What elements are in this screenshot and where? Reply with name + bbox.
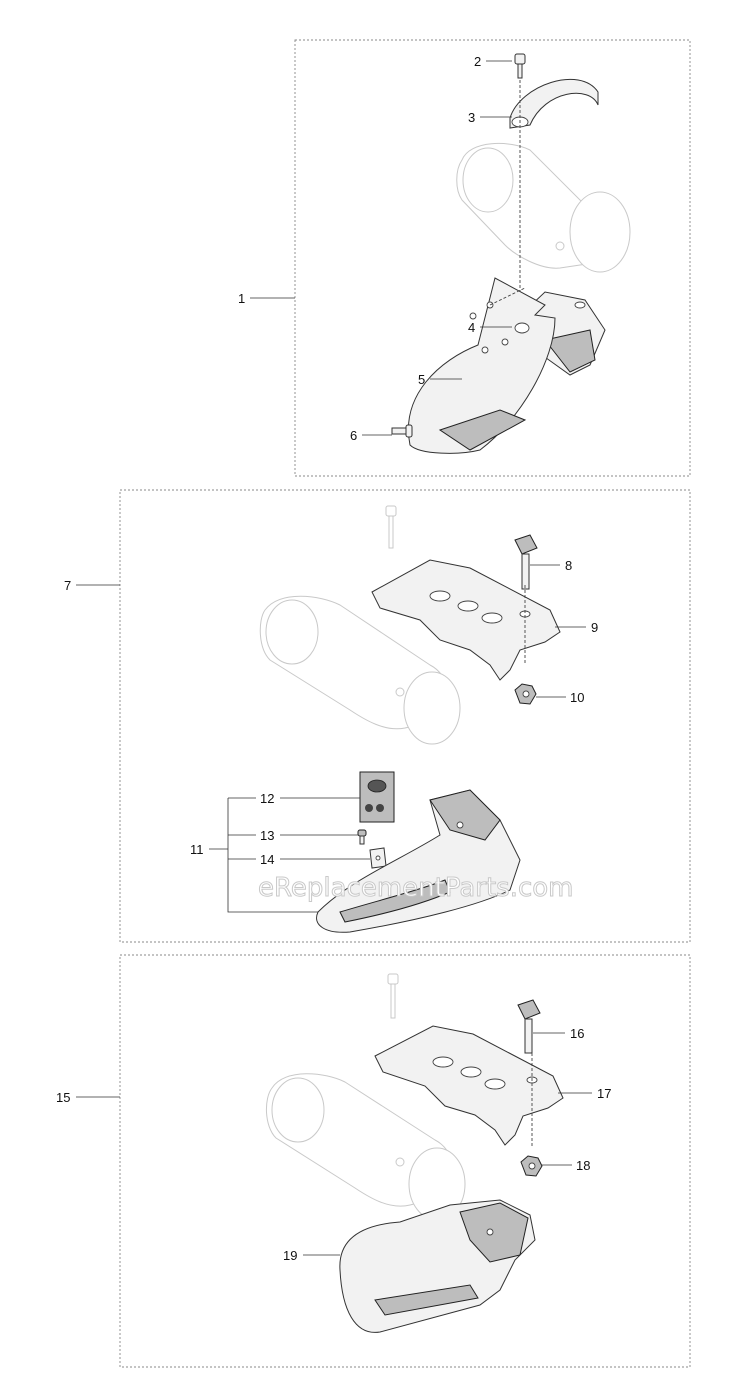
callout-label-5: 5 — [418, 372, 425, 387]
callout-2: 2 — [474, 54, 512, 69]
callout-19: 19 — [283, 1248, 340, 1263]
callout-17: 17 — [558, 1086, 611, 1101]
assembly-group-1: 1 2 3 4 5 6 — [238, 39, 691, 477]
screw-outline-7 — [385, 505, 397, 549]
callout-12: 12 — [260, 791, 360, 806]
gearhead-outline-7 — [259, 595, 461, 745]
screw-outline-15 — [387, 973, 399, 1019]
callout-13: 13 — [260, 828, 358, 843]
clamp-part-3 — [509, 78, 599, 129]
callout-label-7: 7 — [64, 578, 71, 593]
callout-label-10: 10 — [570, 690, 584, 705]
callout-1: 1 — [238, 291, 295, 306]
screw-part-13 — [357, 829, 367, 845]
callout-10: 10 — [536, 690, 584, 705]
screw-part-2 — [514, 53, 526, 79]
callout-label-3: 3 — [468, 110, 475, 125]
callout-label-6: 6 — [350, 428, 357, 443]
callout-label-15: 15 — [56, 1090, 70, 1105]
callout-label-11: 11 — [190, 842, 204, 857]
callout-label-8: 8 — [565, 558, 572, 573]
screw-part-6 — [391, 424, 413, 438]
callout-16: 16 — [533, 1026, 584, 1041]
callout-8: 8 — [530, 558, 572, 573]
callout-5: 5 — [418, 372, 462, 387]
callout-label-17: 17 — [597, 1086, 611, 1101]
bolt-part-8 — [514, 534, 538, 590]
callout-label-4: 4 — [468, 320, 475, 335]
assembly-group-7: 7 8 9 10 11 12 13 14 eReplace — [64, 489, 691, 943]
callout-7: 7 — [64, 578, 120, 593]
nut-part-18 — [520, 1155, 543, 1177]
callout-11: 11 — [190, 842, 204, 857]
callout-label-12: 12 — [260, 791, 274, 806]
bolt-part-16 — [517, 999, 541, 1054]
gearhead-outline-1 — [456, 142, 631, 273]
group-15-frame — [119, 954, 691, 1368]
guard-part-11 — [316, 789, 521, 933]
group-7-frame — [119, 489, 691, 943]
shield-part-9 — [371, 559, 561, 681]
callout-label-9: 9 — [591, 620, 598, 635]
assembly-group-15: 15 16 17 18 19 — [56, 954, 691, 1368]
plate-part-14 — [369, 847, 387, 869]
guard-part-5 — [408, 277, 556, 454]
nut-part-10 — [514, 683, 537, 705]
callout-label-19: 19 — [283, 1248, 297, 1263]
callout-9: 9 — [555, 620, 598, 635]
callout-3: 3 — [468, 110, 512, 125]
callout-label-13: 13 — [260, 828, 274, 843]
watermark-text: eReplacementParts.com — [258, 873, 574, 903]
callout-4: 4 — [468, 320, 512, 335]
decal-part-12 — [359, 771, 395, 823]
gearhead-outline-15 — [266, 1073, 466, 1221]
callout-label-2: 2 — [474, 54, 481, 69]
callout-label-18: 18 — [576, 1158, 590, 1173]
callout-6: 6 — [350, 428, 392, 443]
callout-15: 15 — [56, 1090, 120, 1105]
shield-part-17 — [374, 1025, 564, 1146]
guard-part-19 — [339, 1199, 536, 1333]
callout-18: 18 — [542, 1158, 590, 1173]
bracket-11 — [209, 797, 318, 913]
callout-label-14: 14 — [260, 852, 274, 867]
callout-label-1: 1 — [238, 291, 245, 306]
callout-14: 14 — [260, 852, 370, 867]
group-1-frame — [294, 39, 691, 477]
callout-label-16: 16 — [570, 1026, 584, 1041]
